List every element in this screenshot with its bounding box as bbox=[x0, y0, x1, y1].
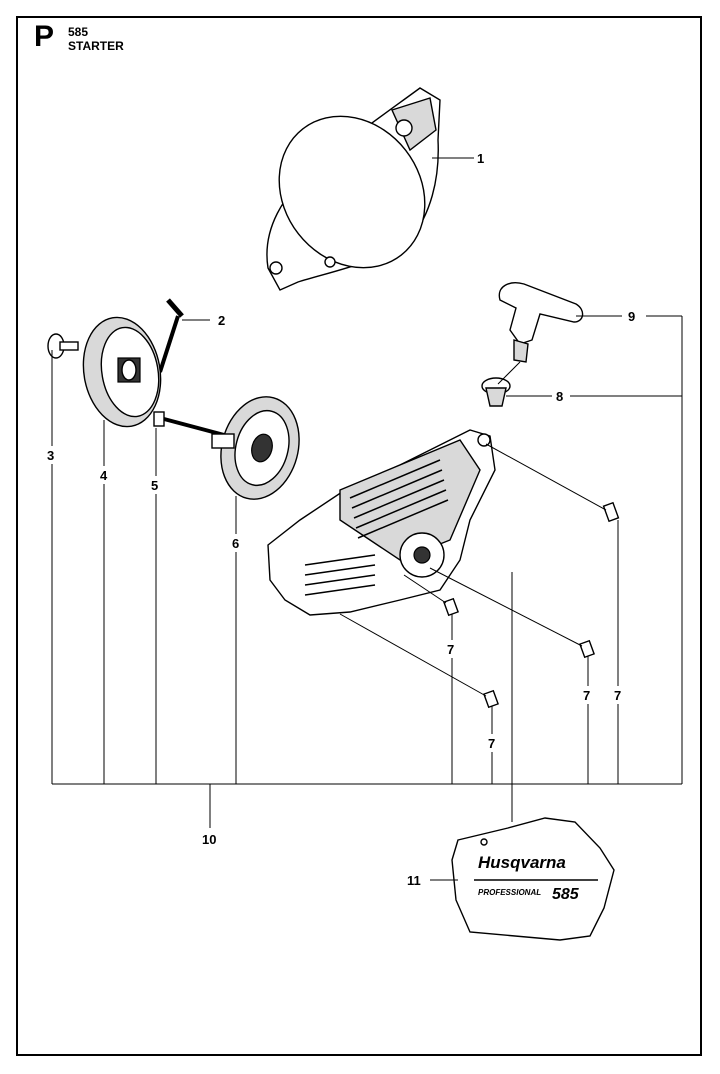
part-5-bolt bbox=[153, 411, 229, 438]
decal-brand: Husqvarna bbox=[478, 853, 566, 872]
callout-10: 10 bbox=[202, 832, 216, 847]
part-7-screws bbox=[339, 443, 620, 709]
callout-8: 8 bbox=[556, 389, 563, 404]
callout-7-c: 7 bbox=[614, 688, 621, 703]
part-1-fan-cover bbox=[266, 87, 441, 291]
part-4-pulley bbox=[82, 316, 162, 428]
section-number: 585 bbox=[68, 25, 89, 39]
callout-3: 3 bbox=[47, 448, 54, 463]
callout-11: 11 bbox=[407, 873, 421, 888]
part-9-handle bbox=[497, 282, 584, 385]
starter-housing bbox=[267, 429, 496, 616]
part-6-spring-cassette bbox=[211, 396, 300, 500]
callout-2: 2 bbox=[218, 313, 225, 328]
part-11-decal: Husqvarna PROFESSIONAL 585 bbox=[451, 817, 615, 941]
callout-5: 5 bbox=[151, 478, 158, 493]
section-title: STARTER bbox=[68, 39, 124, 53]
callout-7-b: 7 bbox=[583, 688, 590, 703]
page-frame bbox=[16, 16, 702, 1056]
section-letter: P bbox=[34, 20, 55, 53]
callout-9: 9 bbox=[628, 309, 635, 324]
callout-1: 1 bbox=[477, 151, 484, 166]
callout-7-d: 7 bbox=[488, 736, 495, 751]
callout-4: 4 bbox=[100, 468, 108, 483]
part-2-pin bbox=[158, 298, 184, 373]
part-8-grommet bbox=[481, 377, 511, 407]
decal-line: PROFESSIONAL bbox=[478, 888, 541, 897]
part-3-screw bbox=[47, 333, 79, 359]
callout-6: 6 bbox=[232, 536, 239, 551]
leader-lines bbox=[51, 157, 683, 881]
callout-7-a: 7 bbox=[447, 642, 454, 657]
decal-model: 585 bbox=[552, 886, 580, 903]
